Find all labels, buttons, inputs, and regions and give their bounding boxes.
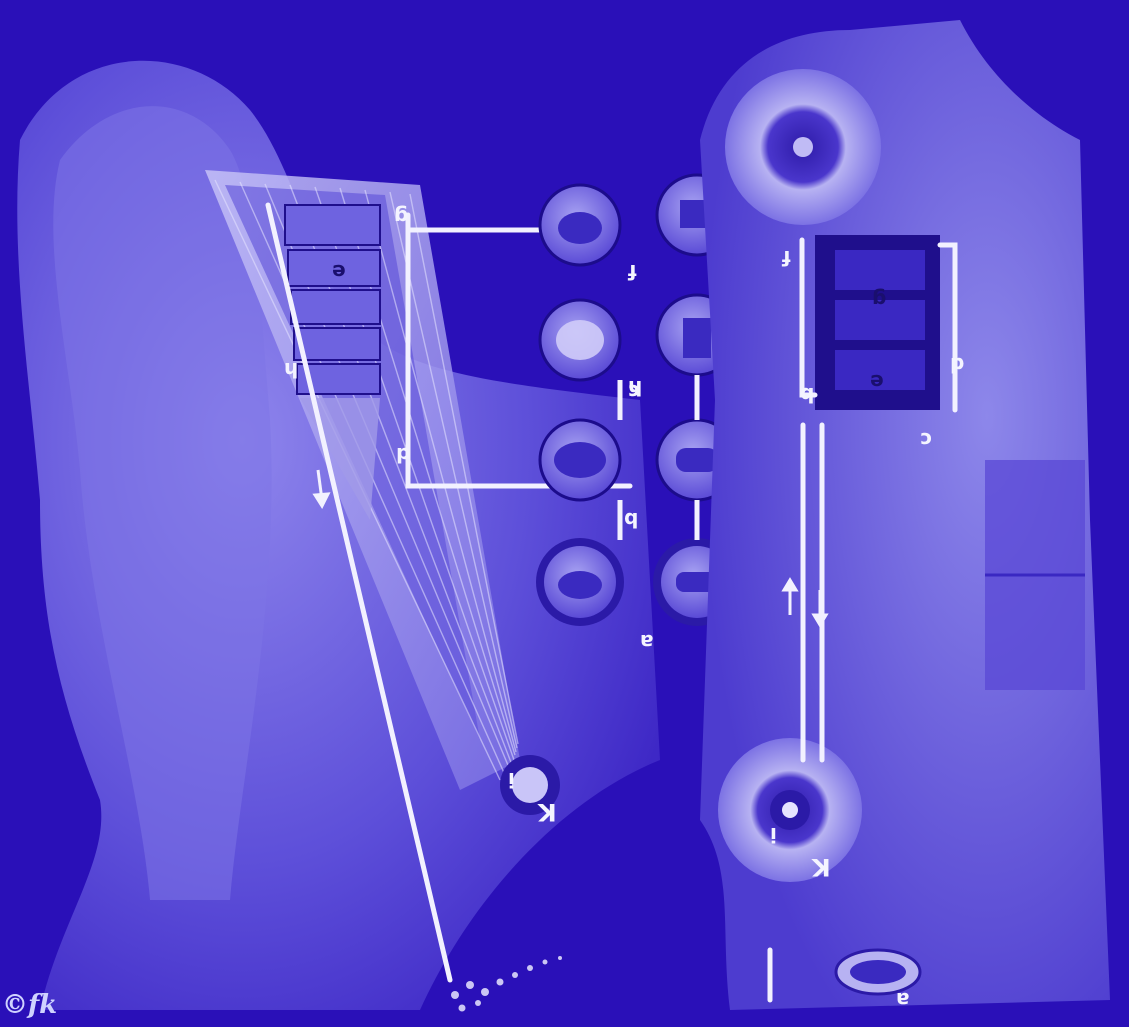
label-middle-a: a (640, 632, 654, 652)
label-right-K: K (812, 855, 831, 879)
label-right-e: e (870, 372, 884, 392)
label-left-h: h (284, 360, 298, 380)
label-right-g: g (872, 290, 886, 310)
label-left-i: i (508, 770, 515, 790)
label-left-d: d (396, 445, 410, 465)
label-left-g: g (394, 207, 408, 227)
label-right-f: f (782, 248, 791, 268)
label-left-e: e (332, 262, 346, 282)
label-right-a: a (896, 990, 910, 1010)
label-middle-c: c (628, 382, 640, 402)
artist-signature: ©fk (2, 990, 57, 1020)
car-wheel-bottom (718, 738, 862, 882)
label-left-K: K (538, 800, 557, 824)
label-middle-b: b (624, 510, 638, 530)
label-right-b: b (800, 385, 814, 405)
exhaust-bubbles (451, 956, 562, 1012)
label-right-c: c (920, 430, 932, 450)
label-right-d: d (950, 355, 964, 375)
label-right-i: i (770, 825, 777, 845)
car-wheel-top (725, 69, 881, 225)
label-middle-f: f (628, 262, 637, 282)
